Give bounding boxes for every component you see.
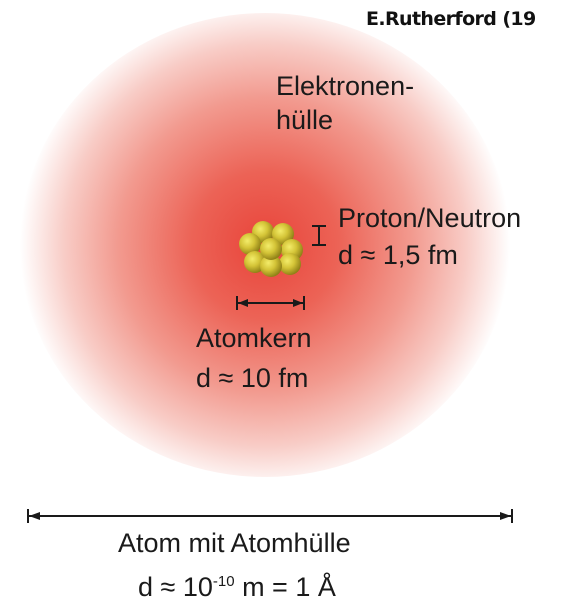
nucleus-label: Atomkern (196, 323, 312, 353)
electron-shell-label-line2: hülle (276, 105, 334, 135)
proton-size-label: d ≈ 1,5 fm (338, 240, 458, 270)
atom-size-exponent: -10 (212, 573, 235, 590)
nucleon-sphere (272, 223, 294, 245)
nucleus-size-label: d ≈ 10 fm (196, 363, 309, 393)
nucleon-sphere (239, 233, 261, 255)
proton-size-marker (312, 225, 326, 246)
proton-neutron-label: Proton/Neutron (338, 203, 522, 233)
nucleus-cluster (239, 221, 303, 277)
nucleon-sphere (260, 238, 282, 260)
atom-size-label: d ≈ 10-10 m = 1 Å (138, 567, 336, 602)
nucleus-dimension-arrow (236, 296, 305, 310)
atom-size-prefix: d ≈ 10 (138, 572, 213, 602)
diagram-title: E.Rutherford (19 (366, 8, 536, 30)
electron-shell-label-line1: Elektronen- (276, 71, 415, 101)
atom-size-suffix: m = 1 Å (234, 572, 336, 602)
atom-label: Atom mit Atomhülle (118, 528, 351, 558)
nucleon-sphere (279, 253, 301, 275)
nucleon-sphere (260, 255, 282, 277)
atom-dimension-arrow (27, 509, 513, 523)
